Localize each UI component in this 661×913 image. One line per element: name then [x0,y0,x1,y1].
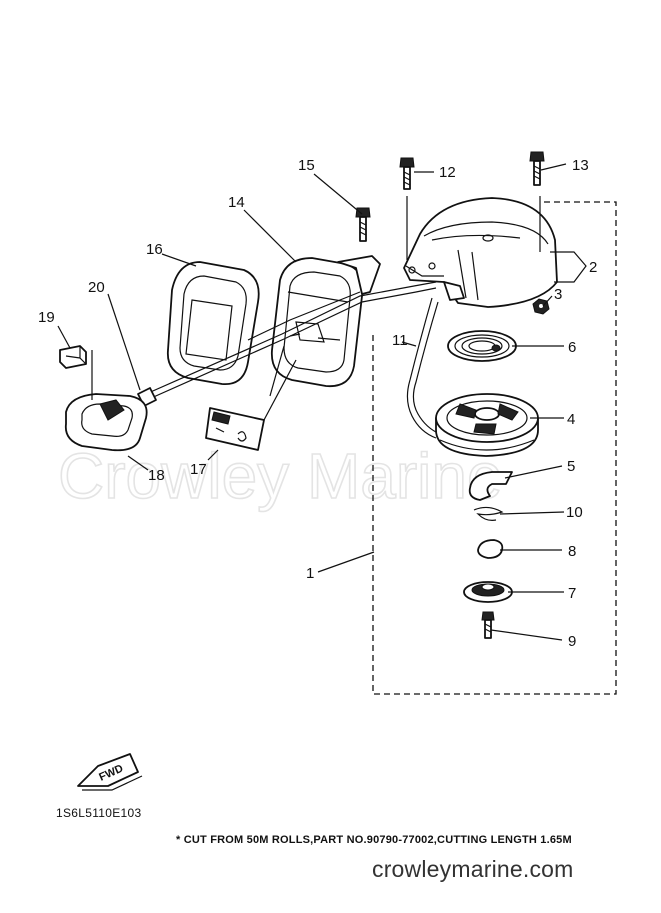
bolt-12 [399,157,415,190]
callout-6: 6 [568,339,576,356]
callout-8: 8 [568,543,576,560]
callout-17: 17 [190,461,207,478]
screw-15 [355,207,371,242]
nut-part [532,298,550,315]
handle-cap [59,345,87,369]
starter-rope [406,297,441,439]
starter-housing [403,197,558,308]
gasket-frame [166,261,260,385]
control-cable [137,281,437,407]
drive-pawl [468,471,513,501]
callout-15: 15 [298,157,315,174]
sheave-drum [435,393,539,457]
site-url: crowleymarine.com [372,856,574,882]
callout-5: 5 [567,458,575,475]
callout-20: 20 [88,279,105,296]
callout-1: 1 [306,565,314,582]
callout-numbers: 1 2 3 4 5 6 7 8 9 10 11 12 13 14 15 16 1… [38,157,597,650]
bolt-9 [481,611,495,639]
leader-lines [57,163,587,641]
callout-16: 16 [146,241,163,258]
diagram-code: 1S6L5110E103 [56,806,142,820]
clip-part [477,539,504,559]
label-plate [205,407,265,451]
bracket-frame [270,255,381,388]
spiral-spring [447,330,517,362]
assembly-boundary [372,201,617,695]
callout-9: 9 [568,633,576,650]
callout-11: 11 [392,332,408,349]
callout-7: 7 [568,585,576,602]
bolt-13 [529,151,545,186]
callout-19: 19 [38,309,55,326]
starter-handle [64,350,148,452]
callout-13: 13 [572,157,589,174]
fwd-arrow-icon [77,753,143,791]
callout-14: 14 [228,194,245,211]
callout-3: 3 [554,286,562,303]
callout-18: 18 [148,467,165,484]
watermark-text: Crowley Marine [58,440,503,512]
callout-4: 4 [567,411,575,428]
drive-plate [463,581,513,603]
pawl-spring [473,506,504,521]
callout-10: 10 [566,504,583,521]
footnote: * CUT FROM 50M ROLLS,PART NO.90790-77002… [176,834,572,846]
callout-12: 12 [439,164,456,181]
callout-2: 2 [589,259,597,276]
